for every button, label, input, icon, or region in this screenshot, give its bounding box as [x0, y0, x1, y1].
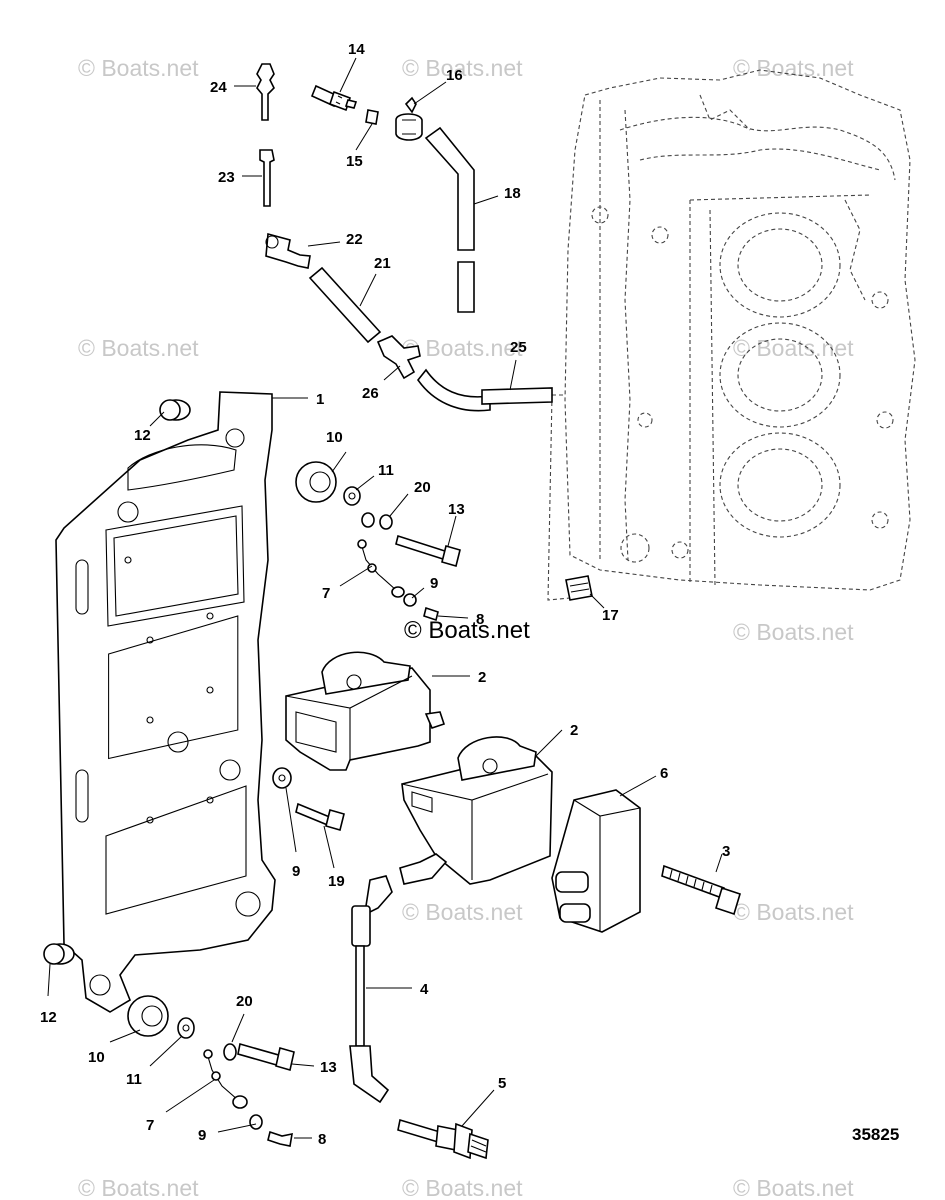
part-7-harness-top	[357, 539, 405, 598]
part-15-fitting	[365, 109, 379, 125]
part-7-harness-bottom	[203, 1049, 248, 1109]
part-13-bolt-top	[395, 534, 461, 567]
callout-21: 21	[374, 255, 391, 272]
part-1-bracket	[55, 391, 276, 1013]
part-22-fitting	[265, 232, 311, 269]
part-13-bolt-bottom	[237, 1042, 295, 1072]
part-11-washer-bottom	[177, 1017, 195, 1039]
callout-22: 22	[346, 231, 363, 248]
callout-2: 2	[478, 669, 486, 686]
part-9-washer-bottom	[249, 1114, 263, 1130]
callout-3: 3	[722, 843, 730, 860]
callout-10: 10	[326, 429, 343, 446]
callout-5: 5	[498, 1075, 506, 1092]
part-2-coil-upper	[285, 651, 446, 771]
watermark: © Boats.net	[78, 335, 199, 361]
callout-2: 2	[570, 722, 578, 739]
part-17-fitting	[565, 575, 593, 601]
callout-9: 9	[198, 1127, 206, 1144]
part-12-bushing-bottom	[43, 943, 75, 965]
part-24-fitting	[256, 63, 275, 121]
part-23-clip	[259, 149, 275, 207]
part-3-bolt	[661, 864, 741, 916]
callout-13: 13	[448, 501, 465, 518]
watermark: © Boats.net	[402, 335, 523, 361]
callout-16: 16	[446, 67, 463, 84]
part-9-washer-middle	[272, 767, 292, 789]
watermark: © Boats.net	[402, 899, 523, 925]
callout-7: 7	[322, 585, 330, 602]
part-12-bushing-top	[159, 399, 191, 421]
part-16-clamp	[395, 96, 423, 141]
watermark: © Boats.net	[402, 55, 523, 81]
part-20-washer-bottom	[223, 1043, 237, 1061]
callout-19: 19	[328, 873, 345, 890]
callout-12: 12	[40, 1009, 57, 1026]
part-4-spark-lead	[349, 875, 393, 1104]
watermark: © Boats.net	[78, 1175, 199, 1200]
part-25-hose	[417, 368, 553, 412]
part-6-connector	[551, 789, 641, 933]
hose-route-line	[547, 394, 571, 601]
callout-10: 10	[88, 1049, 105, 1066]
callout-14: 14	[348, 41, 365, 58]
callout-9: 9	[292, 863, 300, 880]
callout-6: 6	[660, 765, 668, 782]
part-26-tee	[376, 335, 421, 380]
part-14-sensor	[310, 84, 358, 112]
callout-25: 25	[510, 339, 527, 356]
callout-11: 11	[378, 462, 394, 479]
watermark: © Boats.net	[733, 619, 854, 645]
callout-9: 9	[430, 575, 438, 592]
figure-number: 35825	[852, 1125, 899, 1144]
part-21-hose	[308, 266, 382, 344]
part-18-hose	[424, 126, 475, 313]
watermark: © Boats.net	[733, 899, 854, 925]
callouts: 1 2 2 3 4 5 6 7 7 8 8 9 9 10 10 11 11	[40, 41, 730, 1148]
callout-4: 4	[420, 981, 429, 998]
callout-12: 12	[134, 427, 151, 444]
part-2-coil-lower	[399, 736, 553, 885]
part-11-washer-top	[343, 486, 361, 506]
callout-8: 8	[318, 1131, 326, 1148]
callout-20: 20	[414, 479, 431, 496]
engine-block	[564, 69, 916, 591]
watermark-center: © Boats.net	[404, 617, 530, 644]
callout-26: 26	[362, 385, 379, 402]
callout-7: 7	[146, 1117, 154, 1134]
callout-15: 15	[346, 153, 363, 170]
callout-24: 24	[210, 79, 227, 96]
callout-1: 1	[316, 391, 324, 408]
watermark: © Boats.net	[78, 55, 199, 81]
callout-11: 11	[126, 1071, 142, 1088]
watermark: © Boats.net	[733, 55, 854, 81]
callout-13: 13	[320, 1059, 337, 1076]
part-10-grommet-top	[295, 461, 337, 503]
callout-8: 8	[476, 611, 484, 628]
callout-17: 17	[602, 607, 619, 624]
watermark: © Boats.net	[402, 1175, 523, 1200]
part-19-bolt	[295, 802, 345, 831]
callout-23: 23	[218, 169, 235, 186]
part-8-screw-bottom	[267, 1130, 293, 1147]
callout-20: 20	[236, 993, 253, 1010]
part-10-grommet-bottom	[127, 995, 169, 1037]
part-20-washer-top	[361, 512, 393, 530]
watermark: © Boats.net	[733, 1175, 854, 1200]
watermark: © Boats.net	[733, 335, 854, 361]
part-5-spark-plug	[397, 1118, 489, 1160]
part-8-screw-top	[423, 606, 439, 622]
callout-18: 18	[504, 185, 521, 202]
